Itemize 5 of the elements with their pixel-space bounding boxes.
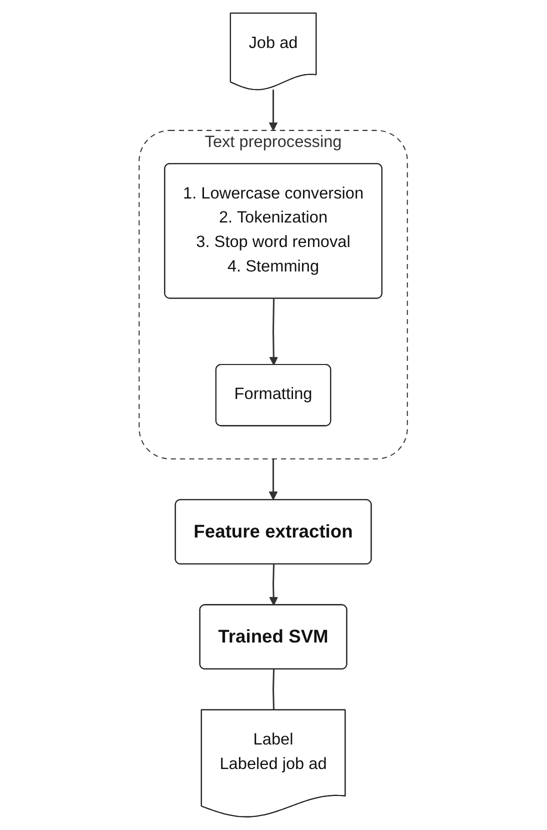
arrow <box>269 458 278 500</box>
arrow <box>269 564 278 606</box>
arrow <box>269 298 278 366</box>
connector <box>272 669 275 710</box>
arrow <box>269 90 278 131</box>
